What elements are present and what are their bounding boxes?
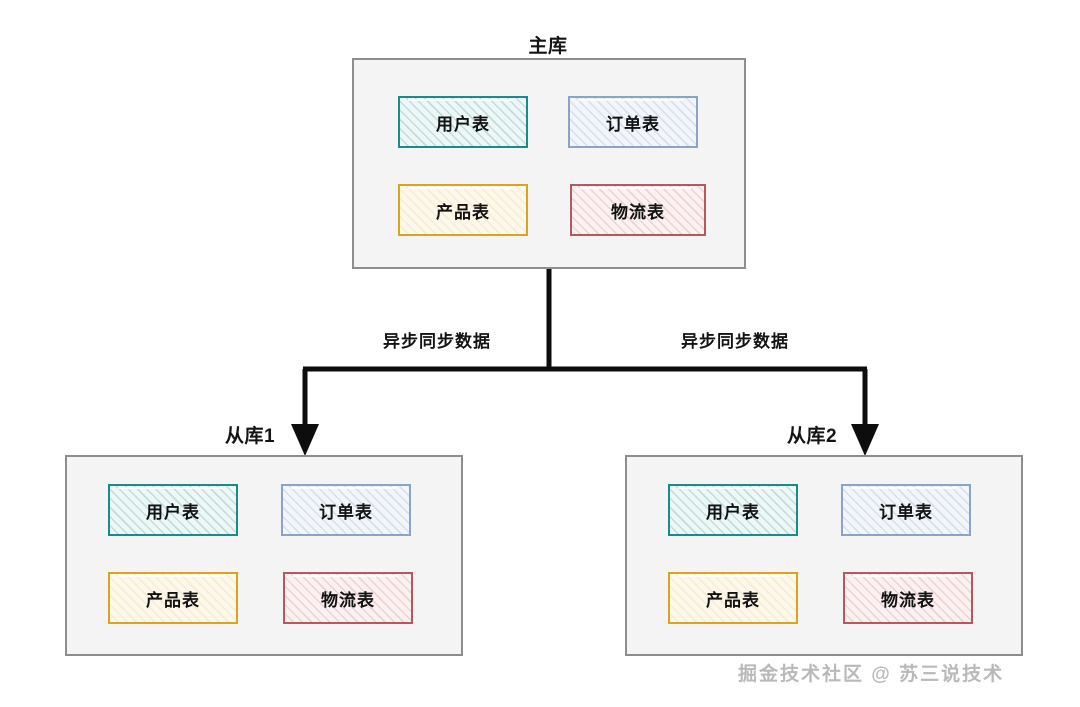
table-card-label: 订单表 [879, 502, 933, 522]
table-card-label: 用户表 [146, 502, 200, 522]
table-card-main-logistics: 物流表 [570, 184, 706, 236]
slave2-db-caption: 从库2 [786, 426, 838, 447]
table-card-label: 用户表 [706, 502, 760, 522]
table-card-slave2-logistics: 物流表 [843, 572, 973, 624]
table-card-main-user: 用户表 [398, 96, 528, 148]
table-card-slave2-user: 用户表 [668, 484, 798, 536]
table-card-main-product: 产品表 [398, 184, 528, 236]
watermark: 掘金技术社区 @ 苏三说技术 [738, 664, 1005, 685]
right-arrowhead-icon [851, 424, 879, 456]
table-card-label: 产品表 [436, 202, 490, 222]
table-card-main-order: 订单表 [568, 96, 698, 148]
table-card-slave1-product: 产品表 [108, 572, 238, 624]
table-card-label: 产品表 [146, 590, 200, 610]
table-card-label: 订单表 [606, 114, 660, 134]
flow-label-right: 异步同步数据 [681, 332, 789, 351]
table-card-label: 物流表 [881, 590, 935, 610]
flow-label-left: 异步同步数据 [383, 332, 491, 351]
table-card-label: 用户表 [436, 114, 490, 134]
table-card-slave1-order: 订单表 [281, 484, 411, 536]
table-card-label: 物流表 [321, 590, 375, 610]
table-card-label: 订单表 [319, 502, 373, 522]
left-arrowhead-icon [291, 424, 319, 456]
slave1-db-caption: 从库1 [224, 426, 276, 447]
table-card-label: 产品表 [706, 590, 760, 610]
table-card-label: 物流表 [611, 202, 665, 222]
table-card-slave1-logistics: 物流表 [283, 572, 413, 624]
main-db-caption: 主库 [528, 36, 568, 57]
main-database-container [352, 58, 746, 269]
table-card-slave1-user: 用户表 [108, 484, 238, 536]
table-card-slave2-product: 产品表 [668, 572, 798, 624]
table-card-slave2-order: 订单表 [841, 484, 971, 536]
